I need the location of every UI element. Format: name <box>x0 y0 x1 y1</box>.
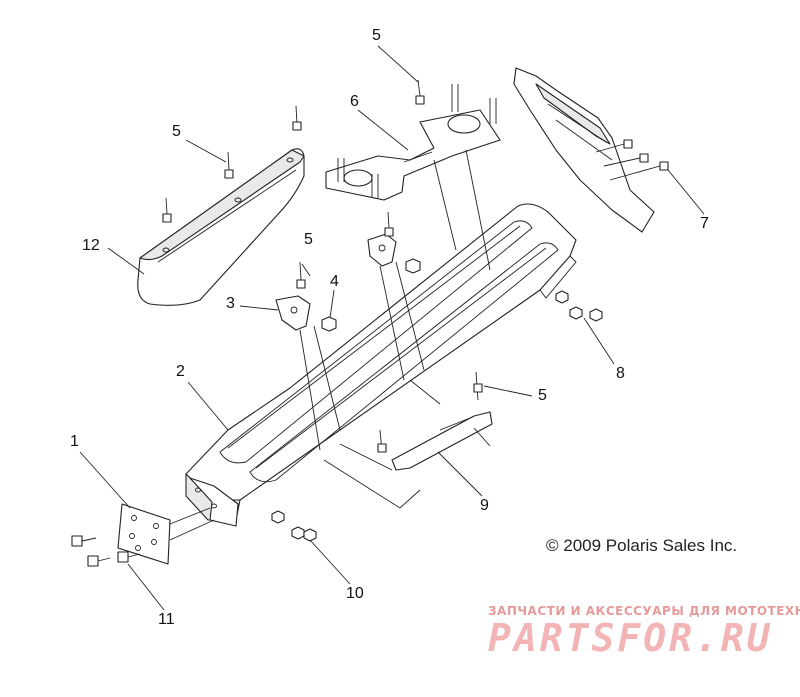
callout-6: 6 <box>350 93 359 110</box>
copyright-notice: © 2009 Polaris Sales Inc. <box>546 536 738 555</box>
callout-5-bracket: 5 <box>372 27 381 44</box>
callout-10: 10 <box>346 585 364 602</box>
callout-5-shield: 5 <box>172 123 181 140</box>
part-12-heat-shield <box>137 148 305 306</box>
callout-7: 7 <box>700 215 709 232</box>
callout-9: 9 <box>480 497 489 514</box>
part-2-running-board <box>185 203 577 527</box>
part-4-flange-bolts <box>321 258 421 332</box>
part-11-bolts <box>71 535 141 567</box>
part-7-side-panel <box>513 67 655 233</box>
callout-12: 12 <box>82 237 100 254</box>
part-7-screws <box>595 139 669 181</box>
callout-4: 4 <box>330 273 339 290</box>
part-5-screws-shield <box>162 105 302 223</box>
watermark-logo: PARTSFOR.RU <box>488 616 773 660</box>
part-1-mount-plate <box>117 503 215 565</box>
part-5-screw-bracket <box>415 79 425 105</box>
assembly-guide-lines <box>299 149 491 509</box>
part-3-brackets <box>275 233 397 331</box>
part-6-mount-bracket <box>325 84 501 201</box>
callout-11: 11 <box>158 611 175 628</box>
callout-8: 8 <box>616 365 625 382</box>
part-10-nuts <box>271 510 317 542</box>
callout-3: 3 <box>226 295 235 312</box>
callout-5-mount: 5 <box>304 231 313 248</box>
callout-leaders <box>79 45 705 611</box>
callout-5-lower: 5 <box>538 387 547 404</box>
callout-2: 2 <box>176 363 185 380</box>
part-9-lower-bracket <box>377 371 493 471</box>
part-5-screws-brackets <box>296 211 394 289</box>
callout-1: 1 <box>70 433 79 450</box>
watermark-tagline: ЗАПЧАСТИ И АКСЕССУАРЫ ДЛЯ МОТОТЕХНИКИ <box>488 604 800 618</box>
part-8-nuts <box>555 290 603 322</box>
